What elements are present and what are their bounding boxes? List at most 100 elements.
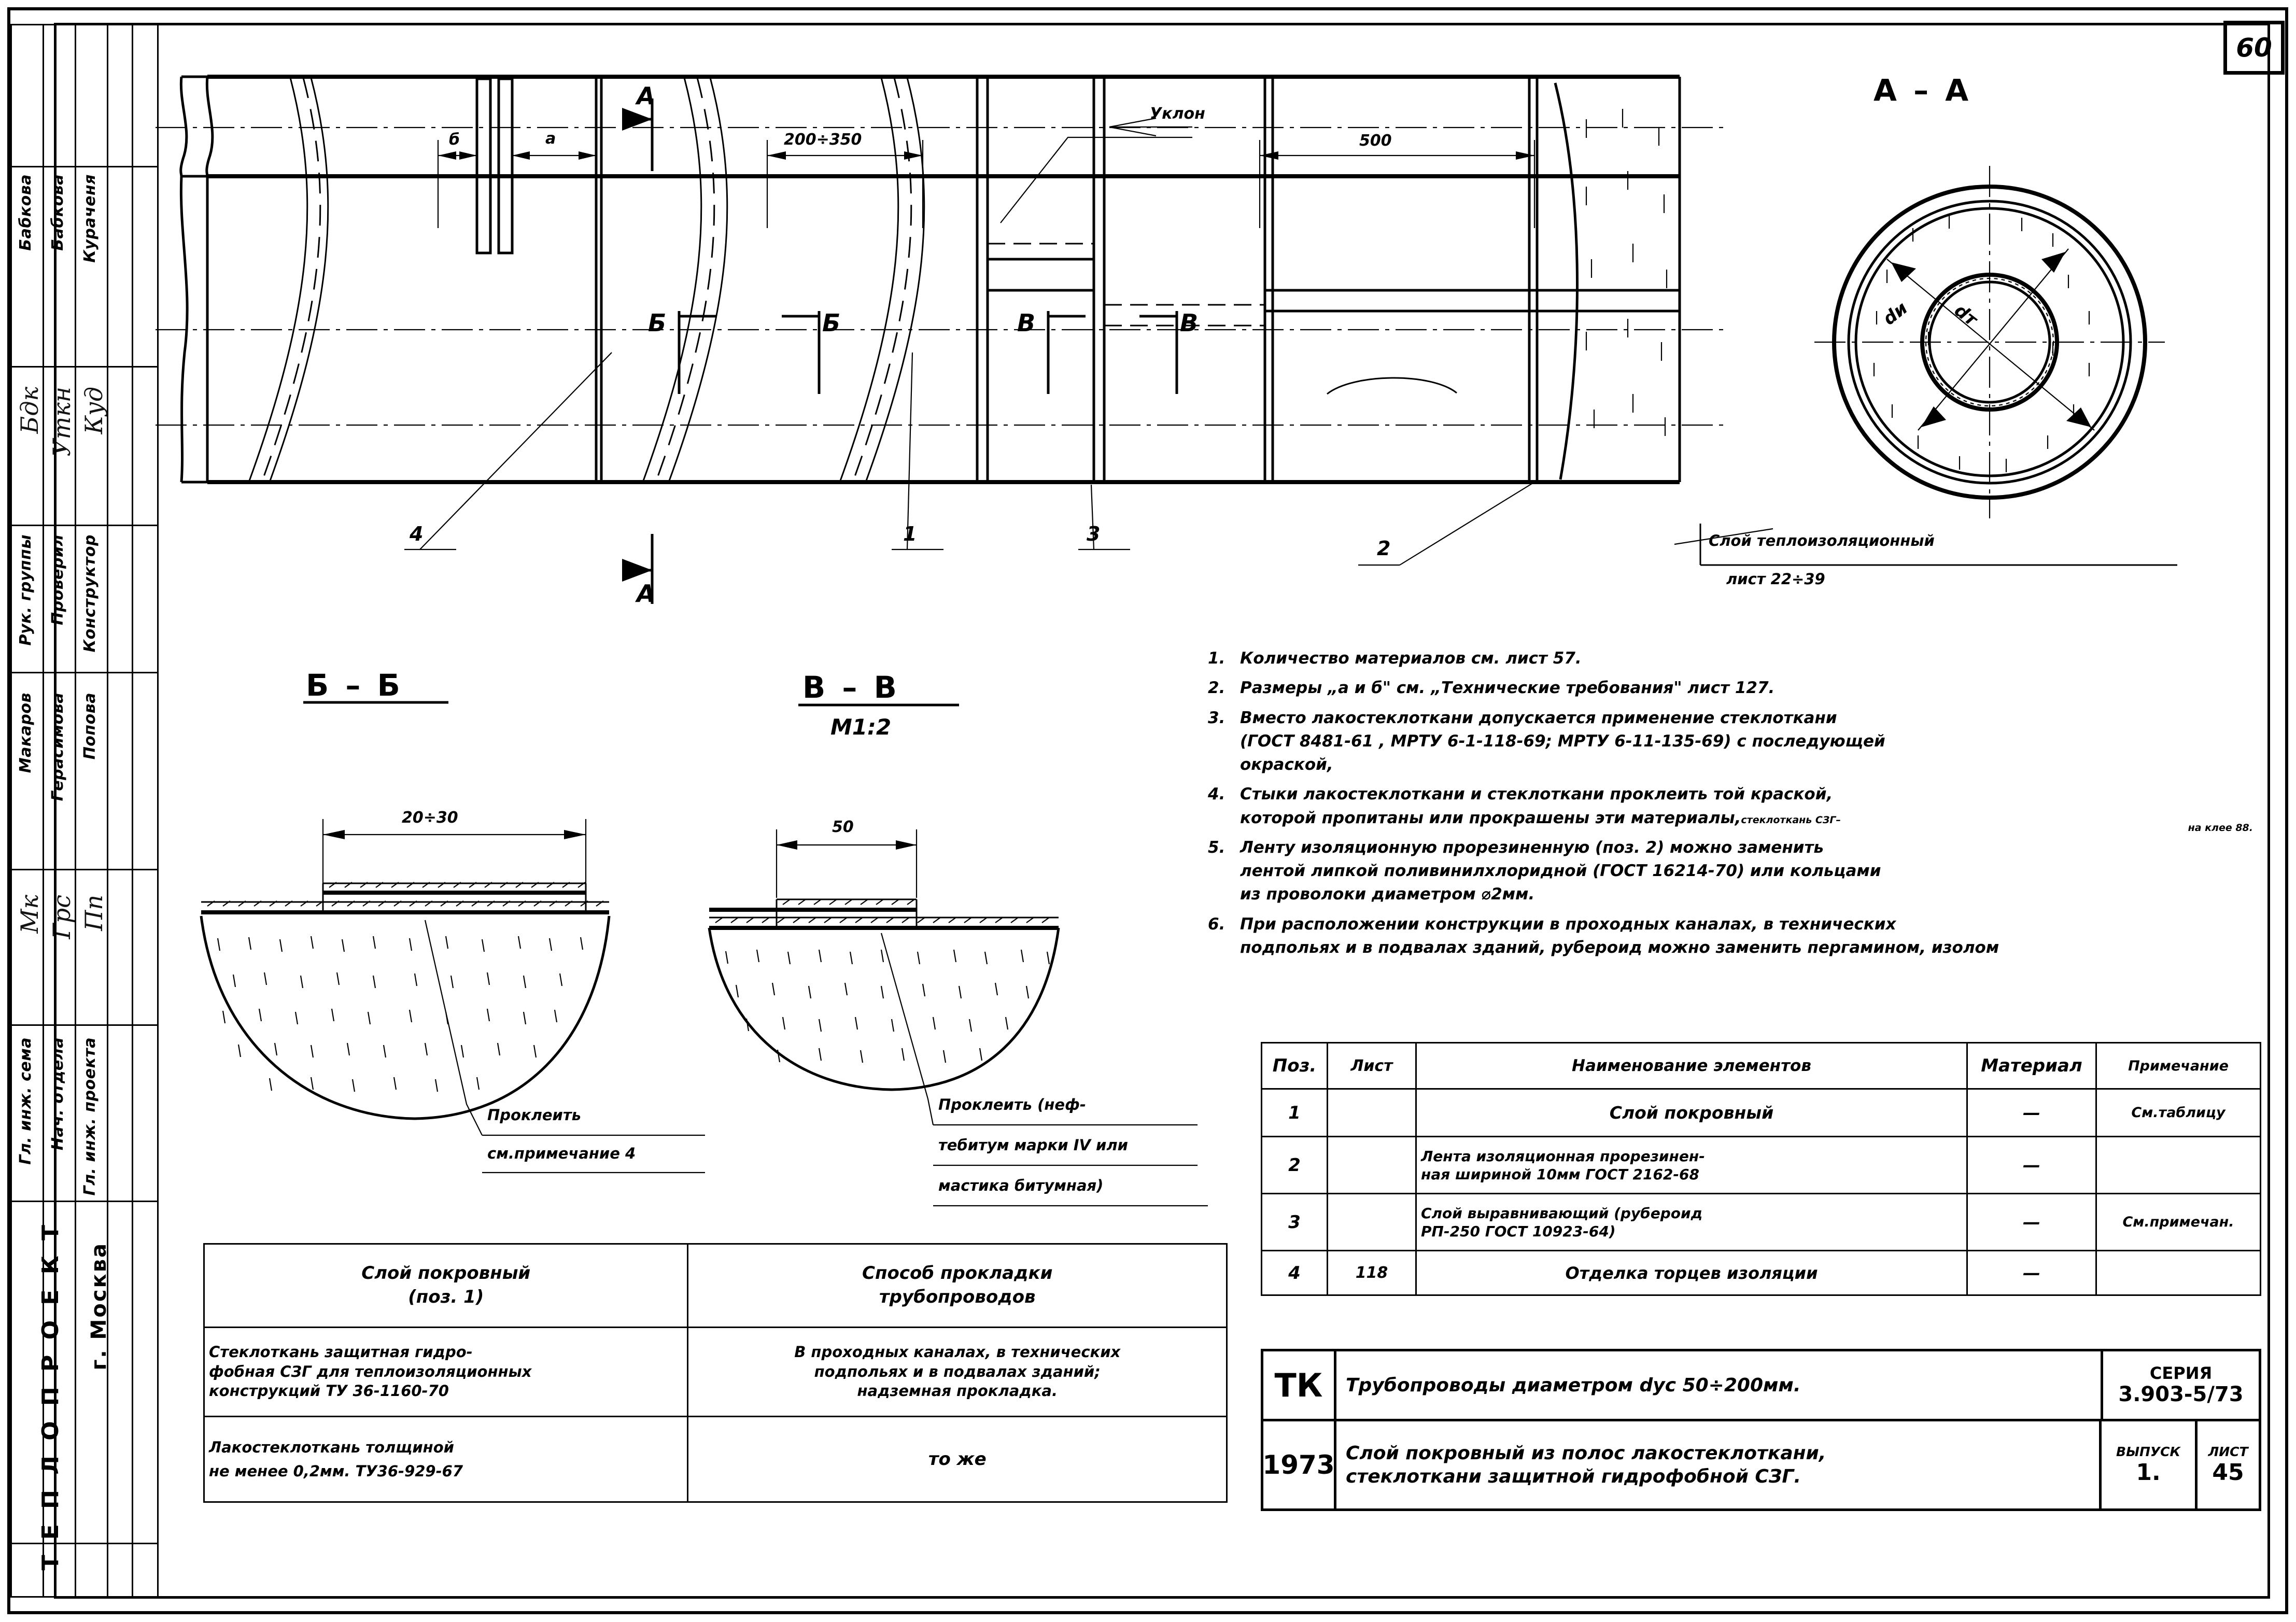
cell-material: —: [1966, 1250, 2097, 1296]
cell-layer: Лакостеклоткань толщиной не менее 0,2мм.…: [203, 1416, 689, 1503]
issue-box: ВЫПУСК 1.: [2099, 1421, 2195, 1508]
cell-material: —: [1966, 1136, 2097, 1194]
section-marker-b-right: Б: [822, 309, 841, 337]
table-row: 1 Слой покровный — См.таблицу: [1261, 1088, 2261, 1137]
insulation-note-line2: лист 22÷39: [1726, 570, 1825, 588]
section-bb-title: Б – Б: [306, 668, 403, 703]
note-line: лентой липкой поливинилхлоридной (ГОСТ 1…: [1240, 862, 1881, 880]
cell-name: Слой выравнивающий (рубероид РП-250 ГОСТ…: [1415, 1193, 1968, 1251]
note-line: (ГОСТ 8481-61 , МРТУ 6-1-118-69; МРТУ 6-…: [1240, 731, 1885, 751]
note-line: Количество материалов см. лист 57.: [1240, 649, 1582, 668]
note-line: Ленту изоляционную прорезиненную (поз. 2…: [1240, 838, 1824, 857]
table-row: Стеклоткань защитная гидро- фобная СЗГ д…: [203, 1327, 1228, 1417]
cell-method: В проходных каналах, в технических подпо…: [687, 1327, 1228, 1417]
note-line: Размеры „а и б" см. „Технические требова…: [1240, 679, 1775, 698]
note-line: из проволоки диаметром ⌀2мм.: [1240, 885, 1535, 904]
note-number-6: 6.: [1208, 914, 1226, 934]
note-item-5: 5. Ленту изоляционную прорезиненную (поз…: [1208, 836, 2250, 907]
cell-material: —: [1966, 1088, 2097, 1137]
callout-3: 3: [1087, 523, 1101, 545]
col-header-pos: Поз.: [1261, 1042, 1328, 1090]
note-number-5: 5.: [1208, 838, 1226, 857]
cell-note: [2095, 1136, 2261, 1194]
note-number-1: 1.: [1208, 649, 1226, 668]
note-item-2: 2. Размеры „а и б" см. „Технические треб…: [1208, 676, 2250, 700]
cell-name: Слой покровный: [1415, 1088, 1968, 1137]
note-line: окраской,: [1240, 755, 1333, 774]
dimension-b: б: [449, 131, 460, 149]
col-header-note: Примечание: [2095, 1042, 2261, 1090]
table-header-row: Поз. Лист Наименование элементов Материа…: [1261, 1042, 2261, 1090]
callout-1: 1: [903, 523, 917, 545]
note-item-4: 4. Стыки лакостеклоткани и стеклоткани п…: [1208, 783, 2253, 834]
note-line: которой пропитаны или прокрашены эти мат…: [1240, 808, 1741, 827]
section-aa-title: А – А: [1874, 73, 1972, 108]
section-vv-scale: М1:2: [830, 714, 892, 740]
section-vv-note-line2: тебитум марки IV или: [938, 1136, 1128, 1154]
sheet-label: ЛИСТ: [2208, 1444, 2248, 1459]
sheet-value: 45: [2212, 1459, 2244, 1486]
cell-sheet: [1327, 1136, 1417, 1194]
section-bb-dimension: 20÷30: [402, 809, 458, 827]
cell-note: [2095, 1250, 2261, 1296]
section-vv-title: В – В: [802, 670, 900, 705]
sheet-box: ЛИСТ 45: [2195, 1421, 2259, 1508]
section-marker-v-left: В: [1017, 309, 1036, 337]
title-block-row-top: ТК Трубопроводы диаметром dус 50÷200мм. …: [1263, 1351, 2259, 1421]
drawing-year: 1973: [1262, 1421, 1336, 1508]
sheet-number-box: 60: [2223, 21, 2285, 75]
series-label: СЕРИЯ: [2149, 1363, 2213, 1383]
cell-pos: 2: [1261, 1136, 1328, 1194]
cell-pos: 4: [1261, 1250, 1328, 1296]
cell-material: —: [1966, 1193, 2097, 1251]
drawing-title-line1: Трубопроводы диаметром dус 50÷200мм.: [1346, 1374, 1801, 1396]
cell-layer: Стеклоткань защитная гидро- фобная СЗГ д…: [203, 1327, 689, 1417]
cell-sheet: [1327, 1193, 1417, 1251]
table-row: 3 Слой выравнивающий (рубероид РП-250 ГО…: [1261, 1193, 2261, 1251]
callout-2: 2: [1377, 537, 1391, 560]
note-number-4: 4.: [1208, 785, 1226, 804]
notes-list: 1. Количество материалов см. лист 57. 2.…: [1208, 647, 2253, 966]
section-vv-dimension: 50: [832, 818, 854, 836]
note-number-2: 2.: [1208, 679, 1226, 698]
material-col-header-left: Слой покровный (поз. 1): [203, 1243, 689, 1328]
note-line: подпольях и в подвалах зданий, рубероид …: [1240, 938, 1999, 957]
cell-name: Лента изоляционная прорезинен- ная ширин…: [1415, 1136, 1968, 1194]
organization-code: ТК: [1263, 1351, 1336, 1419]
title-stamp-column: Бабкова Бабкова Кураченя Бдк Уткн Куд Ру…: [10, 24, 159, 1598]
cell-pos: 3: [1261, 1193, 1328, 1251]
note-line: При расположении конструкции в проходных…: [1240, 914, 1896, 934]
cell-note: См.таблицу: [2095, 1088, 2261, 1137]
sheet-number: 60: [2236, 33, 2272, 63]
table-row: 2 Лента изоляционная прорезинен- ная шир…: [1261, 1136, 2261, 1194]
dimension-200-350: 200÷350: [784, 131, 862, 149]
inner-border: [54, 23, 2270, 1599]
table-header-row: Слой покровный (поз. 1) Способ прокладки…: [203, 1243, 1228, 1328]
note-number-3: 3.: [1208, 708, 1226, 727]
outer-border: [7, 7, 2288, 1614]
slope-label: Уклон: [1150, 105, 1205, 123]
note-superscript: на клее 88.: [2188, 822, 2253, 834]
drawing-title-line2: Слой покровный из полос лакостеклоткани,…: [1346, 1443, 1826, 1487]
note-item-3: 3. Вместо лакостеклоткани допускается пр…: [1208, 707, 2250, 777]
insulation-note-line1: Слой теплоизоляционный: [1709, 532, 1935, 549]
series-box: СЕРИЯ 3.903-5/73: [2101, 1351, 2259, 1419]
note-superscript: стеклоткань СЗГ–: [1741, 814, 1841, 826]
dimension-500: 500: [1359, 132, 1392, 150]
cell-method: то же: [687, 1416, 1228, 1503]
issue-label: ВЫПУСК: [2116, 1444, 2180, 1459]
table-row: 4 118 Отделка торцев изоляции —: [1261, 1250, 2261, 1296]
cell-pos: 1: [1261, 1088, 1328, 1137]
table-row: Лакостеклоткань толщиной не менее 0,2мм.…: [203, 1416, 1228, 1503]
cell-note: См.примечан.: [2095, 1193, 2261, 1251]
cell-sheet: [1327, 1088, 1417, 1137]
section-vv-note-line3: мастика битумная): [938, 1177, 1104, 1194]
section-marker-v-right: В: [1180, 309, 1199, 337]
section-bb-note-line2: см.примечание 4: [487, 1145, 636, 1162]
callout-4: 4: [410, 523, 424, 545]
col-header-material: Материал: [1966, 1042, 2097, 1090]
section-marker-a-bottom: А: [637, 580, 655, 608]
issue-value: 1.: [2136, 1459, 2161, 1486]
series-value: 3.903-5/73: [2118, 1383, 2244, 1407]
